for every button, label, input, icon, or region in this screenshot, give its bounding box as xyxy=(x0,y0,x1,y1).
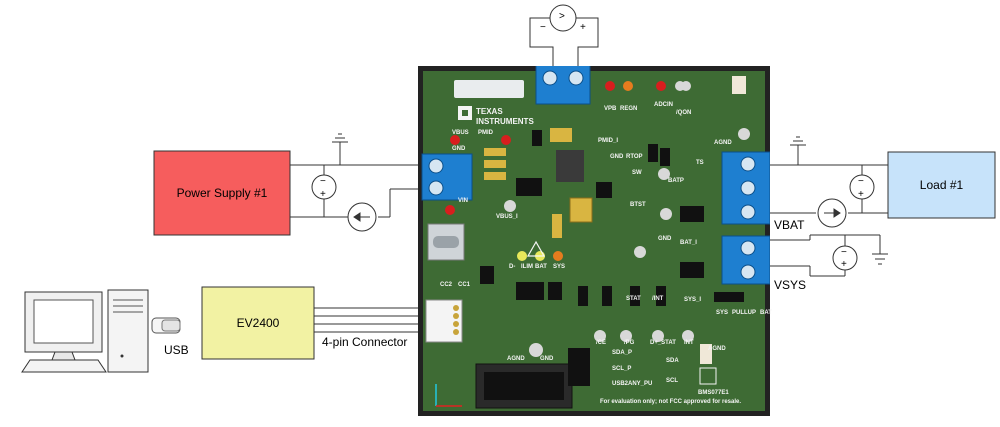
power-supply-box xyxy=(153,150,291,236)
silk-d-minus: D- xyxy=(509,264,516,270)
top-meter-wires xyxy=(529,17,599,66)
silk-bat: BAT xyxy=(760,310,772,316)
power-supply-label: Power Supply #1 xyxy=(176,186,268,200)
silk-scl-p: SCL_P xyxy=(612,366,632,372)
vsys-voltmeter xyxy=(832,245,858,271)
right-bottom-ground-symbol xyxy=(872,253,888,265)
silk-ce: /CE xyxy=(596,340,607,346)
silk-ts: TS xyxy=(696,160,704,166)
hot-surface-warning-icon xyxy=(526,240,546,257)
silk-agnd-right: AGND xyxy=(708,346,726,352)
silk-pmid-i: PMID_I xyxy=(598,138,619,144)
silk-gnd-mid: GND xyxy=(610,154,624,160)
silk-int2: INT xyxy=(684,340,694,346)
vsys-label: VSYS xyxy=(774,278,807,292)
left-voltmeter xyxy=(311,174,337,200)
left-meter-minus: − xyxy=(320,176,326,187)
computer-icon xyxy=(21,289,149,373)
silk-vbus: VBUS xyxy=(452,130,469,136)
load-ammeter-arrow xyxy=(824,208,841,218)
vsys-meter-minus: − xyxy=(841,247,847,258)
connector-label: 4-pin Connector xyxy=(322,335,408,349)
left-ground-symbol xyxy=(332,133,348,143)
silk-sys: SYS xyxy=(716,310,729,316)
silk-btst: BTST xyxy=(630,202,646,208)
ev2400-box xyxy=(201,286,315,360)
silk-sda: SDA xyxy=(666,358,679,364)
load-meter-minus: − xyxy=(858,176,864,187)
silk-cc2: CC2 xyxy=(440,282,453,288)
charger-ic xyxy=(569,197,593,223)
silk-pg: /PG xyxy=(624,340,635,346)
silk-sys-led: SYS xyxy=(553,264,566,270)
silk-gnd-bot: GND xyxy=(540,356,554,362)
usb-stick-icon xyxy=(151,317,181,334)
silk-adcin: ADCIN xyxy=(654,102,673,108)
silk-d-plus-stat: D+_STAT xyxy=(650,340,676,346)
silk-scl: SCL xyxy=(666,378,678,384)
silk-vpb: VPB xyxy=(604,106,617,112)
silk-sys-i: SYS_I xyxy=(684,297,702,303)
silk-batp: BATP xyxy=(668,178,684,184)
left-meter-plus: + xyxy=(320,189,326,200)
top-meter-plus: + xyxy=(580,22,586,33)
silk-stat: STAT xyxy=(626,296,641,302)
right-top-ground-symbol xyxy=(790,136,806,146)
silk-qon: /QON xyxy=(676,110,692,116)
top-terminal-block xyxy=(535,66,591,105)
vsys-meter-plus: + xyxy=(841,259,847,270)
silk-rtop: RTOP xyxy=(626,154,643,160)
silk-bat-led: BAT xyxy=(535,264,547,270)
silk-agnd-top: AGND xyxy=(714,140,732,146)
silk-agnd-bot: AGND xyxy=(507,356,525,362)
ti-logo-line1: TEXAS xyxy=(476,107,503,116)
pcb xyxy=(423,71,765,411)
top-meter-symbol: > xyxy=(559,11,565,22)
silk-regn: REGN xyxy=(620,106,638,112)
vbat-label: VBAT xyxy=(774,218,805,232)
load-box xyxy=(887,151,996,219)
left-ammeter-arrow xyxy=(353,212,370,222)
left-power-wires xyxy=(290,142,422,218)
silk-pmid: PMID xyxy=(478,130,493,136)
silk-int: /INT xyxy=(652,296,664,302)
usb-label: USB xyxy=(164,343,189,357)
silk-vin: VIN xyxy=(458,198,469,204)
silk-sw: SW xyxy=(632,170,642,176)
silk-bat-i: BAT_I xyxy=(680,240,697,246)
silk-sda-p: SDA_P xyxy=(612,350,633,356)
evm-board xyxy=(418,66,770,416)
top-meter-minus: − xyxy=(540,22,546,33)
ti-logo-line2: INSTRUMENTS xyxy=(476,117,534,126)
silk-gnd-top: GND xyxy=(452,146,466,152)
load-label: Load #1 xyxy=(919,178,964,192)
silk-ilim: ILIM xyxy=(521,264,533,270)
board-part-number: BMS077E1 xyxy=(698,390,729,396)
ev2400-label: EV2400 xyxy=(236,316,280,330)
i2c-wires xyxy=(314,307,430,333)
silk-cc1: CC1 xyxy=(458,282,471,288)
vin-terminal-block xyxy=(421,153,473,201)
silk-pullup: PULLUP xyxy=(732,310,756,316)
board-disclaimer: For evaluation only; not FCC approved fo… xyxy=(600,399,742,405)
silk-gnd-bat: GND xyxy=(658,236,672,242)
silk-vbus-i: VBUS_I xyxy=(496,214,518,220)
silk-usb2any-pu: USB2ANY_PU xyxy=(612,381,653,387)
load-meter-plus: + xyxy=(858,189,864,200)
load-voltmeter xyxy=(849,174,875,200)
